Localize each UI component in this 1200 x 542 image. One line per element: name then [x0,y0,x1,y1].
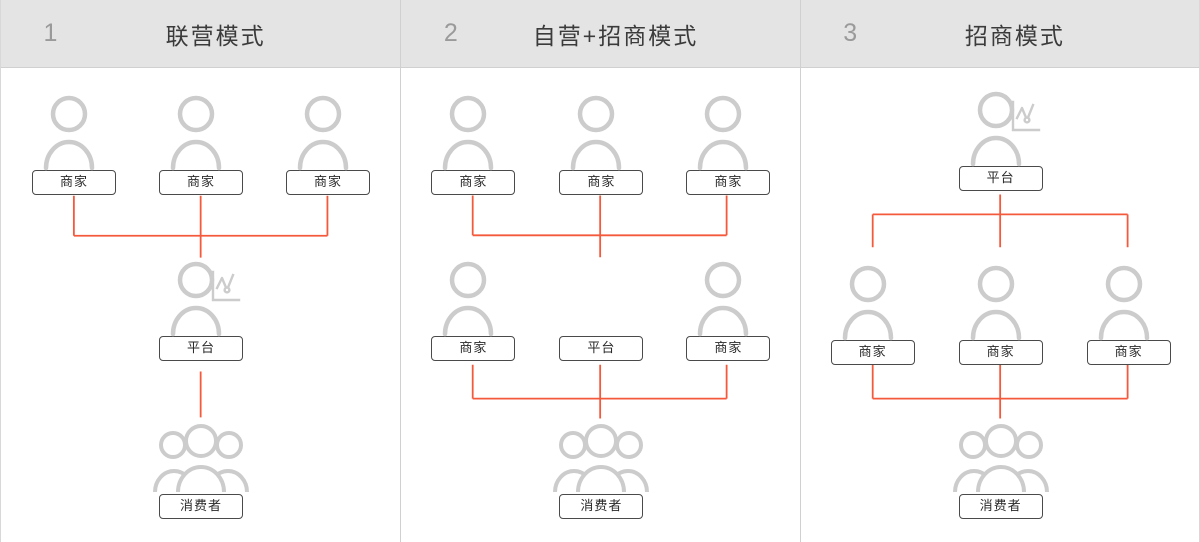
node-label: 商家 [686,336,771,361]
person-with-chart-icon [163,258,241,337]
person-icon [963,262,1039,341]
panel-3-header: 3 招商模式 [800,0,1199,68]
panel-mode-3: 3 招商模式 平台商家 商家 商家消费者 [799,0,1199,542]
node-平台: 平台 [541,258,661,361]
people-group-icon [551,422,651,493]
person-icon [435,258,511,337]
node-label: 平台 [958,166,1043,191]
node-label: 商家 [559,170,644,195]
panel-2-body: 商家商家商家商家平台商家消费者 [401,68,800,542]
panel-2-number: 2 [443,19,459,47]
node-商家: 商家 [668,92,788,195]
person-icon [163,92,239,171]
node-label: 消费者 [159,494,243,519]
panel-3-body: 平台商家 商家 商家消费者 [800,68,1199,542]
panel-3-title: 招商模式 [964,22,1065,49]
panel-2-title: 自营+招商模式 [532,22,699,49]
node-商家: 商家 [941,262,1061,365]
node-label: 平台 [159,336,243,361]
node-label: 平台 [559,336,644,361]
panel-1-body: 商家 商家 商家平台消费者 [1,68,401,542]
person-icon [1091,262,1167,341]
node-label: 商家 [159,170,243,195]
node-消费者: 消费者 [541,422,661,519]
panel-1-title: 联营模式 [165,22,266,49]
panel-3-number: 3 [843,19,859,47]
panel-2-diagram: 商家商家商家商家平台商家消费者 [401,68,799,542]
node-label: 消费者 [559,494,644,519]
node-label: 商家 [32,170,116,195]
icon-placeholder [563,258,639,334]
node-label: 商家 [431,336,516,361]
node-label: 商家 [286,170,370,195]
people-group-icon [951,422,1051,493]
node-消费者: 消费者 [141,422,261,519]
person-icon [835,262,911,341]
node-label: 商家 [431,170,516,195]
panel-2-header: 2 自营+招商模式 [401,0,800,68]
node-label: 商家 [1086,340,1171,365]
panel-1-header: 1 联营模式 [1,0,401,68]
person-icon [36,92,112,171]
panel-1-diagram: 商家 商家 商家平台消费者 [1,68,400,542]
node-商家: 商家 [813,262,933,365]
node-消费者: 消费者 [941,422,1061,519]
panel-mode-1: 1 联营模式 商家 商家 商家平台消费者 [1,0,401,542]
node-平台: 平台 [141,258,261,361]
person-icon [435,92,511,171]
node-label: 商家 [686,170,771,195]
node-label: 商家 [958,340,1043,365]
person-with-chart-icon [963,88,1040,167]
node-商家: 商家 [268,92,388,195]
node-商家: 商家 [668,258,788,361]
node-商家: 商家 [541,92,661,195]
people-group-icon [151,422,251,493]
node-label: 消费者 [958,494,1043,519]
node-商家: 商家 [413,258,533,361]
node-label: 商家 [830,340,915,365]
node-商家: 商家 [1069,262,1189,365]
node-商家: 商家 [413,92,533,195]
node-平台: 平台 [941,88,1061,191]
panel-1-number: 1 [43,19,59,47]
person-icon [690,92,766,171]
person-icon [290,92,366,171]
person-icon [690,258,766,337]
person-icon [563,92,639,171]
panel-3-diagram: 平台商家 商家 商家消费者 [801,68,1199,542]
panel-mode-2: 2 自营+招商模式 商家商家商家商家平台商家消费者 [400,0,800,542]
node-商家: 商家 [141,92,261,195]
node-商家: 商家 [14,92,134,195]
